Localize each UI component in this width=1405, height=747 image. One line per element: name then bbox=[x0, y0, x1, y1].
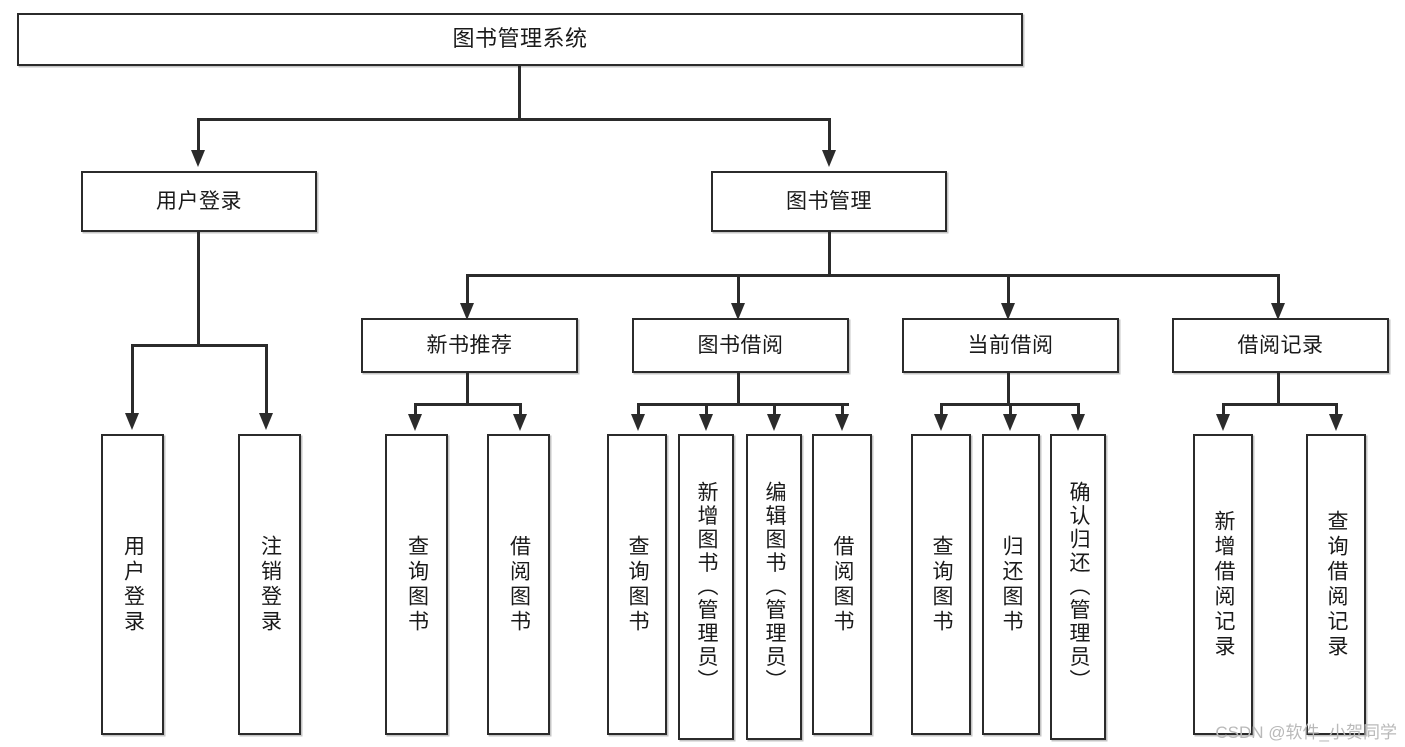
leaf-nb-borrow-book[interactable]: 借阅图书 bbox=[487, 434, 550, 735]
leaf-user-login[interactable]: 用户登录 bbox=[101, 434, 164, 735]
connector-borrow-record-stem bbox=[1277, 373, 1280, 403]
connector-book-borrow-stem bbox=[737, 373, 740, 403]
node-label: 用户登录 bbox=[156, 189, 242, 213]
node-label: 查询图书 bbox=[626, 534, 650, 635]
connector-new-book-bus bbox=[414, 403, 522, 406]
node-label: 借阅图书 bbox=[507, 534, 531, 635]
node-current-borrow[interactable]: 当前借阅 bbox=[902, 318, 1119, 373]
arrowhead-cb-query bbox=[934, 414, 948, 431]
arrowhead-current-borrow bbox=[1001, 303, 1015, 320]
arrowhead-br-add bbox=[1216, 414, 1230, 431]
node-user-login[interactable]: 用户登录 bbox=[81, 171, 317, 232]
node-label: 编辑图书（管理员） bbox=[763, 481, 787, 693]
connector-drop-borrow-record bbox=[1277, 274, 1280, 306]
connector-root-stem bbox=[518, 66, 521, 118]
node-book-borrow[interactable]: 图书借阅 bbox=[632, 318, 849, 373]
connector-new-book-stem bbox=[466, 373, 469, 403]
leaf-bb-add-book-admin[interactable]: 新增图书（管理员） bbox=[678, 434, 734, 740]
arrowhead-br-query bbox=[1329, 414, 1343, 431]
connector-level3-bus bbox=[466, 274, 1278, 277]
connector-drop-leaf-user-login bbox=[131, 344, 134, 416]
node-label: 图书借阅 bbox=[697, 333, 784, 357]
connector-drop-nb-query bbox=[414, 403, 417, 417]
connector-current-borrow-stem bbox=[1007, 373, 1010, 403]
node-label: 用户登录 bbox=[121, 534, 145, 635]
arrowhead-bb-add bbox=[699, 414, 713, 431]
connector-drop-book-manage bbox=[828, 118, 831, 153]
connector-drop-cb-query bbox=[940, 403, 943, 417]
connector-drop-leaf-logout bbox=[265, 344, 268, 416]
node-label: 注销登录 bbox=[258, 534, 282, 635]
leaf-cb-return-book[interactable]: 归还图书 bbox=[982, 434, 1040, 735]
node-label: 图书管理 bbox=[786, 189, 872, 213]
connector-drop-bb-query bbox=[637, 403, 640, 417]
node-label: 借阅图书 bbox=[831, 534, 855, 635]
leaf-br-add-record[interactable]: 新增借阅记录 bbox=[1193, 434, 1253, 735]
node-book-management[interactable]: 图书管理 bbox=[711, 171, 947, 232]
arrowhead-book-borrow bbox=[731, 303, 745, 320]
arrowhead-user-login bbox=[191, 150, 205, 167]
node-label: 确认归还（管理员） bbox=[1067, 481, 1091, 693]
arrowhead-bb-borrow bbox=[835, 414, 849, 431]
node-label: 新书推荐 bbox=[426, 333, 513, 357]
node-label: 借阅记录 bbox=[1237, 333, 1324, 357]
connector-drop-current-borrow bbox=[1007, 274, 1010, 306]
leaf-nb-query-book[interactable]: 查询图书 bbox=[385, 434, 448, 735]
arrowhead-leaf-logout bbox=[259, 413, 273, 430]
leaf-br-query-record[interactable]: 查询借阅记录 bbox=[1306, 434, 1366, 735]
leaf-bb-borrow-book[interactable]: 借阅图书 bbox=[812, 434, 872, 735]
node-label: 当前借阅 bbox=[967, 333, 1054, 357]
connector-drop-cb-confirm bbox=[1077, 403, 1080, 417]
connector-drop-bb-borrow bbox=[841, 403, 844, 417]
arrowhead-bb-query bbox=[631, 414, 645, 431]
leaf-cb-query-book[interactable]: 查询图书 bbox=[911, 434, 971, 735]
arrowhead-bb-edit bbox=[767, 414, 781, 431]
connector-book-borrow-bus bbox=[637, 403, 849, 406]
node-label: 新增图书（管理员） bbox=[695, 481, 719, 693]
node-label: 查询图书 bbox=[405, 534, 429, 635]
node-label: 查询图书 bbox=[930, 534, 954, 635]
arrowhead-leaf-user-login bbox=[125, 413, 139, 430]
leaf-bb-edit-book-admin[interactable]: 编辑图书（管理员） bbox=[746, 434, 802, 740]
csdn-watermark: CSDN @软件_小贺同学 bbox=[1215, 723, 1397, 742]
arrowhead-nb-query bbox=[408, 414, 422, 431]
leaf-bb-query-book[interactable]: 查询图书 bbox=[607, 434, 667, 735]
arrowhead-cb-return bbox=[1003, 414, 1017, 431]
connector-user-login-stem bbox=[197, 232, 200, 344]
node-root-system[interactable]: 图书管理系统 bbox=[17, 13, 1023, 66]
connector-user-login-bus bbox=[131, 344, 268, 347]
node-label: 图书管理系统 bbox=[452, 26, 588, 52]
arrowhead-book-manage bbox=[822, 150, 836, 167]
node-label: 新增借阅记录 bbox=[1212, 509, 1236, 660]
node-label: 查询借阅记录 bbox=[1325, 509, 1349, 660]
leaf-cb-confirm-return-admin[interactable]: 确认归还（管理员） bbox=[1050, 434, 1106, 740]
node-label: 归还图书 bbox=[1000, 534, 1024, 635]
node-borrow-record[interactable]: 借阅记录 bbox=[1172, 318, 1389, 373]
connector-level2-bus bbox=[197, 118, 831, 121]
arrowhead-cb-confirm bbox=[1071, 414, 1085, 431]
arrowhead-nb-borrow bbox=[513, 414, 527, 431]
connector-drop-bb-add bbox=[705, 403, 708, 417]
connector-drop-cb-return bbox=[1009, 403, 1012, 417]
connector-drop-br-query bbox=[1335, 403, 1338, 417]
node-new-book-recommend[interactable]: 新书推荐 bbox=[361, 318, 578, 373]
arrowhead-new-book bbox=[460, 303, 474, 320]
connector-book-manage-stem bbox=[828, 232, 831, 274]
connector-drop-new-book bbox=[466, 274, 469, 306]
connector-borrow-record-bus bbox=[1222, 403, 1338, 406]
connector-drop-book-borrow bbox=[737, 274, 740, 306]
leaf-logout[interactable]: 注销登录 bbox=[238, 434, 301, 735]
connector-drop-bb-edit bbox=[773, 403, 776, 417]
connector-drop-br-add bbox=[1222, 403, 1225, 417]
arrowhead-borrow-record bbox=[1271, 303, 1285, 320]
connector-drop-nb-borrow bbox=[519, 403, 522, 417]
connector-drop-user-login bbox=[197, 118, 200, 153]
